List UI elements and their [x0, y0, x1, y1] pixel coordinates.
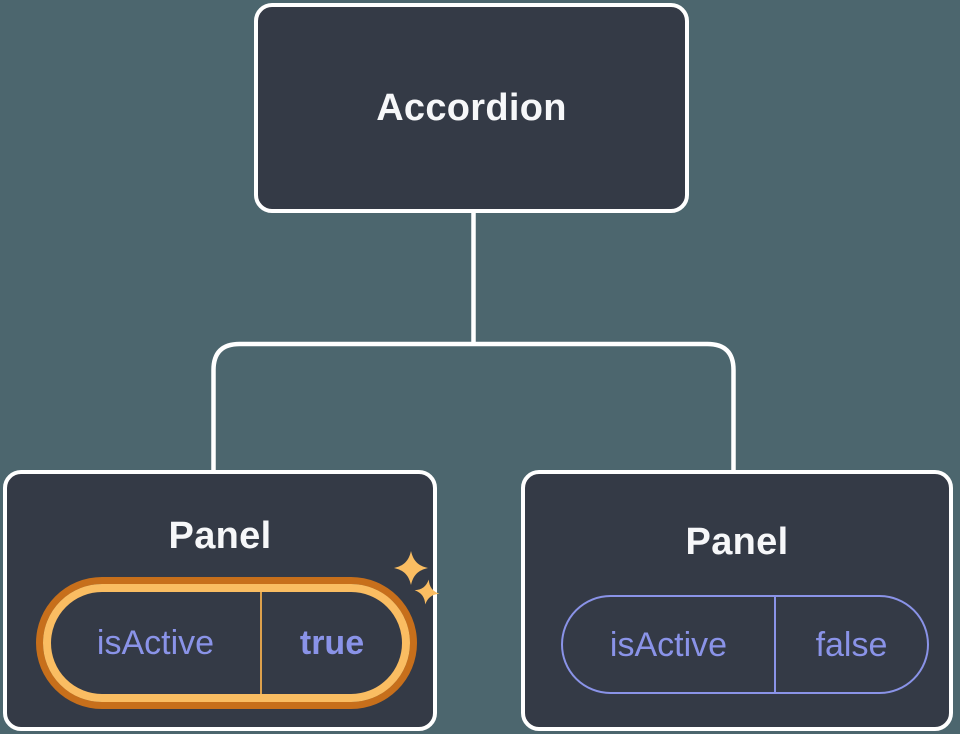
state-pill-inactive: isActive false	[561, 595, 929, 694]
panel-node-label: Panel	[685, 521, 789, 563]
pill-divider	[774, 597, 776, 692]
state-key-label: isActive	[609, 625, 728, 664]
state-pill-active: isActive true	[43, 584, 410, 702]
state-key-label: isActive	[96, 624, 215, 662]
accordion-node: Accordion	[254, 3, 689, 213]
panel-node-active: Panel isActive true	[3, 470, 440, 731]
state-value-label: true	[299, 624, 365, 662]
accordion-node-label: Accordion	[376, 87, 567, 129]
panel-node-label: Panel	[168, 515, 272, 557]
state-value-label: false	[815, 625, 888, 664]
panel-node-inactive: Panel isActive false	[521, 470, 953, 731]
sparkle-small	[414, 579, 440, 605]
connector-branch	[211, 341, 736, 472]
sparkle-large	[394, 551, 428, 585]
sparkles-icon	[394, 551, 440, 605]
pill-divider	[260, 592, 262, 694]
